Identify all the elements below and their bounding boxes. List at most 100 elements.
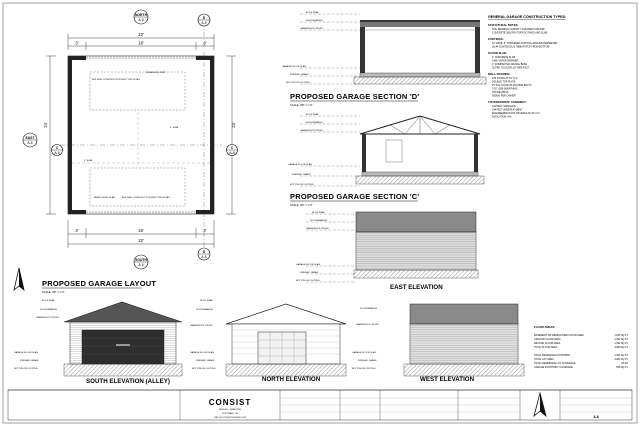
notes-line: 15# FELT UNDERLAYMENT: [492, 109, 523, 112]
notes-line: 4" COMPACTED GRAVEL BASE: [492, 63, 527, 66]
area-label: TOTAL LOT AREA: [534, 358, 554, 361]
notes-line: HOUSE WRAP: [492, 91, 509, 94]
section-c-title: PROPOSED GARAGE SECTION 'C': [290, 192, 419, 201]
notes-line: PT SILL PLATE W/ ANCHOR BOLTS: [492, 84, 532, 87]
dim-top-right: 3': [203, 41, 206, 46]
svg-text:NORTH: NORTH: [135, 13, 148, 17]
badge-section-d-top[interactable]: D A-5: [197, 13, 211, 27]
dim-top-overall: 22': [138, 32, 144, 37]
badge-south[interactable]: SOUTH A-6: [133, 254, 149, 270]
notes-line: SIDING PER OWNER: [492, 95, 516, 98]
plan-scale: SCALE: 3/8" = 1'-0": [42, 290, 65, 294]
svg-text:A-5: A-5: [201, 255, 206, 259]
badge-section-d-bottom[interactable]: D A-5: [197, 247, 211, 261]
area-value: 528 SQ FT: [616, 366, 628, 369]
notes-line: CONCRETE 3000 PSI FOR FOOTINGS AND SLAB: [492, 32, 548, 35]
level-label: BOTTOM OF FOOTING: [296, 280, 320, 282]
east-elevation-title: EAST ELEVATION: [390, 284, 443, 291]
firm-contact: INFO@CONSISTDESIGN.COM: [214, 417, 245, 419]
area-value: 1,185 SQ FT: [614, 334, 628, 337]
notes-line: (2) #4 CONTINUOUS, REBAR AT 2" FROM BOTT…: [492, 46, 549, 49]
level-label: ROOF PEAK: [306, 113, 319, 116]
area-value: 33.4%: [621, 362, 629, 365]
level-label: ROOF PEAK: [306, 11, 319, 14]
notes-group-title: STRUCTURAL NOTES:: [488, 23, 518, 27]
west-elevation-drawing: DOOR BEARING GRADE/ROOF TRUSS GARAGE FLO…: [352, 303, 525, 377]
north-elevation-drawing: ROOF PEAK DOOR BEARING GRADE/ROOF TRUSS …: [190, 299, 347, 377]
sheet-border: [2, 2, 638, 424]
level-label: GRADE/ROOF TRUSS: [300, 27, 323, 30]
north-arrow-icon: [13, 267, 25, 292]
dim-bottom-middle: 16': [138, 228, 144, 233]
level-label: GARAGE FLOOR SLAB: [352, 351, 376, 354]
level-label: BOTTOM OF FOOTING: [192, 368, 216, 370]
plan-note: 4" SLAB: [170, 126, 179, 129]
garage-floor-plan: 22' 16' 3' 3' 24' 24' EXPANSION JOINT BU…: [43, 22, 236, 258]
level-label: GRADE/ROOF TRUSS: [36, 316, 59, 319]
svg-text:EAST: EAST: [25, 136, 35, 140]
dim-side-left: 24': [43, 122, 48, 128]
area-value: 1,392 SQ FT: [614, 342, 628, 345]
notes-line: INSULATION: N/A: [492, 116, 512, 119]
dim-top-middle: 16': [138, 41, 144, 46]
svg-text:A-6: A-6: [138, 18, 143, 22]
level-label: DECK BEARING: [306, 19, 323, 22]
badge-section-c-left[interactable]: C A-5: [51, 144, 63, 156]
dim-bottom-left: 3': [75, 228, 78, 233]
notes-line: ASPHALT SHINGLES: [492, 105, 516, 108]
notes-line: SOIL BEARING CAPACITY ASSUMED 1500 PSF: [492, 28, 545, 31]
area-label: TOTAL RESIDENCE LOT COVERAGE: [534, 362, 576, 365]
plan-note: EXPANSION JOINT: [146, 71, 166, 74]
south-elevation-drawing: ROOF PEAK DOOR BEARING GRADE/ROOF TRUSS …: [14, 299, 183, 377]
sheet-number: A-6: [593, 415, 599, 419]
badge-north[interactable]: NORTH A-6: [133, 9, 149, 25]
section-c-drawing: ROOF PEAK DECK BEARING GRADE/ROOF TRUSS …: [288, 113, 485, 187]
east-elevation-drawing: ROOF PEAK DOOR BEARING GRADE/ROOF TRUSS …: [296, 211, 479, 283]
level-label: GARAGE FLOOR SLAB: [282, 65, 306, 68]
svg-text:A-5: A-5: [201, 21, 206, 25]
svg-text:A-5: A-5: [27, 141, 32, 145]
badge-section-c-right[interactable]: C A-5: [226, 144, 238, 156]
notes-group-title: FLOOR SLAB:: [488, 51, 507, 55]
title-block: [7, 389, 633, 421]
level-label: ROOF PEAK: [200, 299, 213, 302]
plan-note: REINFORCED SLAB: [94, 196, 115, 199]
area-label: SECOND FLOOR AREA: [534, 342, 561, 345]
notes-line: 6 MIL VAPOR BARRIER: [492, 60, 518, 63]
level-label: BOTTOM OF FOOTING: [14, 368, 38, 370]
dim-top-left: 3': [75, 41, 78, 46]
floor-areas-table: FLOOR AREAS: BASEMENT OR DEMOLISHED FLOO…: [534, 325, 629, 369]
notes-group-title: TRUSSES/ROOF ASSEMBLY:: [488, 100, 527, 104]
area-value: 3,969 SQ FT: [614, 346, 628, 349]
firm-address: PORTLAND, OR: [222, 412, 239, 415]
area-value: 4,080 SQ FT: [614, 358, 628, 361]
level-label: FINISHED GRADE: [290, 73, 309, 76]
area-label: TOTAL FLOOR AREA: [534, 346, 558, 349]
notes-line: ENGINEERED ROOF TRUSSES AT 24" O.C.: [492, 112, 541, 115]
level-label: DOOR BEARING: [360, 307, 377, 310]
level-label: DECK BEARING: [306, 121, 323, 124]
level-label: FINISHED GRADE: [358, 359, 377, 362]
south-elevation-title: SOUTH ELEVATION (ALLEY): [86, 378, 170, 385]
area-label: GROUND FLOOR AREA: [534, 338, 561, 341]
plan-title: PROPOSED GARAGE LAYOUT: [42, 279, 156, 288]
level-label: BOTTOM OF FOOTING: [290, 184, 314, 186]
north-elevation-title: NORTH ELEVATION: [262, 376, 321, 383]
dim-side-right: 24': [231, 122, 236, 128]
notes-group-title: FOOTINGS:: [488, 37, 504, 41]
level-label: GARAGE FLOOR SLAB: [14, 351, 38, 354]
plan-note: 4" SLAB: [84, 159, 93, 162]
area-value: 1,392 SQ FT: [614, 338, 628, 341]
section-c-scale: SCALE: 3/8" = 1'-0": [290, 203, 313, 207]
area-label: BASEMENT OR DEMOLISHED FLOOR AREA: [534, 334, 584, 337]
level-label: GARAGE FLOOR SLAB: [288, 163, 312, 166]
level-label: FINISHED GRADE: [292, 173, 311, 176]
notes-line: 4" CONCRETE SLAB: [492, 56, 515, 59]
level-label: BOTTOM OF FOOTING: [352, 368, 376, 370]
notes-group-title: WALL FRAMING:: [488, 72, 511, 76]
level-label: ROOF PEAK: [42, 299, 55, 302]
level-label: DOOR BEARING: [310, 219, 327, 222]
badge-east[interactable]: EAST A-5: [22, 132, 38, 148]
section-d-scale: SCALE: 3/8" = 1'-0": [290, 103, 313, 107]
